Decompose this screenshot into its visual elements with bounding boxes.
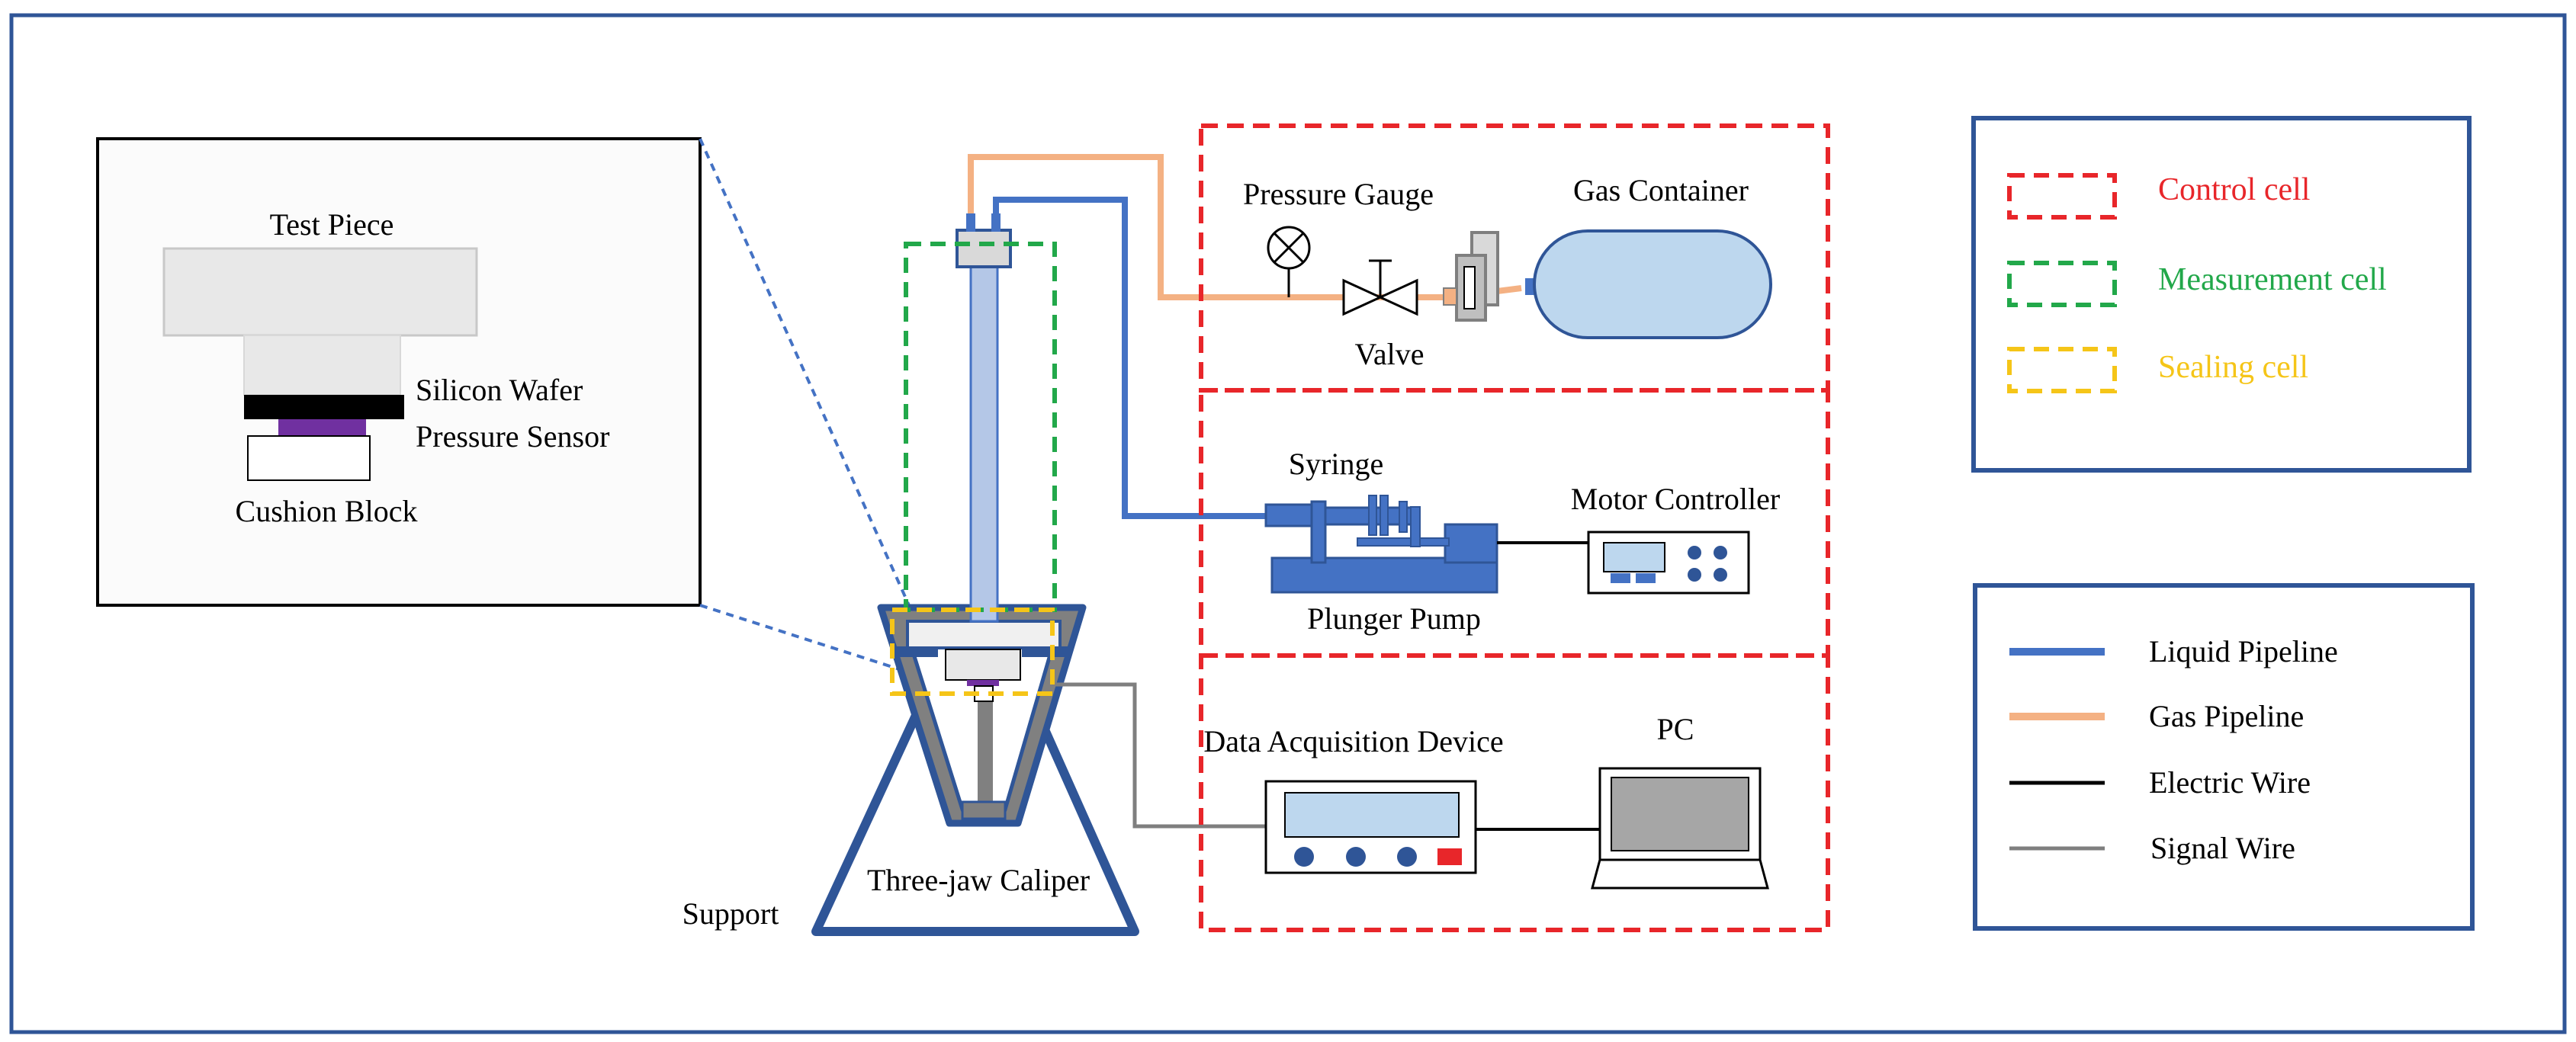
holder-sensor [967, 680, 999, 686]
caliper-rod [978, 690, 993, 806]
holder-plate [906, 620, 1062, 649]
legend-measurement-swatch [2007, 261, 2117, 307]
holder-block [945, 649, 1021, 681]
pressure-sensor-label: Pressure Sensor [416, 419, 609, 454]
inset-zoom-box: Test Piece Silicon Wafer Pressure Sensor… [96, 137, 702, 607]
pc-label: PC [1657, 712, 1694, 746]
outer-frame [9, 13, 2567, 1034]
tube-head-port-left [966, 213, 975, 232]
motor-controller-icon [1587, 531, 1750, 595]
gas-container-label: Gas Container [1573, 173, 1749, 207]
silicon-wafer [244, 395, 404, 419]
legend-control-label: Control cell [2158, 172, 2310, 207]
valve-label: Valve [1354, 337, 1424, 371]
legend-sealing-label: Sealing cell [2158, 350, 2308, 385]
legend-signal-label: Signal Wire [2150, 831, 2295, 865]
data-acquisition-device-icon [1264, 780, 1477, 874]
legend-gas-label: Gas Pipeline [2149, 699, 2304, 733]
tube-head-port-right [991, 213, 1001, 232]
legend-measurement-label: Measurement cell [2158, 262, 2387, 297]
silicon-wafer-label: Silicon Wafer [416, 373, 583, 407]
caliper-foot [961, 800, 1007, 820]
test-piece-stem [243, 335, 401, 396]
legend-electric-label: Electric Wire [2149, 765, 2311, 800]
liquid-pipeline [993, 197, 1272, 519]
cushion-block [247, 435, 371, 481]
syringe-label: Syringe [1289, 447, 1383, 481]
test-piece-block [162, 247, 478, 337]
pc-icon [1591, 767, 1769, 890]
support-label: Support [683, 896, 779, 931]
legend-lines: Liquid Pipeline Gas Pipeline Electric Wi… [1973, 583, 2475, 931]
motor-controller-label: Motor Controller [1571, 482, 1780, 516]
regulator-icon [1443, 231, 1499, 322]
pressure-sensor [278, 419, 366, 436]
test-piece-label: Test Piece [270, 207, 394, 242]
zoom-line-top [699, 138, 917, 620]
legend-sealing-swatch [2007, 347, 2117, 393]
cushion-block-label: Cushion Block [236, 494, 418, 528]
legend-control-swatch [2007, 173, 2117, 220]
legend-liquid-label: Liquid Pipeline [2149, 634, 2338, 668]
three-jaw-caliper [877, 604, 1087, 827]
sealing-cell-box [890, 608, 1055, 696]
legend-cells: Control cell Measurement cell Sealing ce… [1971, 116, 2472, 473]
holder-clamp-right [1022, 646, 1069, 657]
plunger-pump-label: Plunger Pump [1307, 601, 1481, 636]
control-cell-data [1199, 653, 1830, 932]
pressure-gauge-icon [1267, 226, 1311, 297]
three-jaw-caliper-label: Three-jaw Caliper [867, 863, 1090, 897]
pressure-gauge-label: Pressure Gauge [1243, 177, 1434, 211]
signal-wire [1052, 682, 1266, 829]
valve-icon [1342, 259, 1418, 316]
syringe-icon [1264, 495, 1421, 547]
data-acquisition-label: Data Acquisition Device [1203, 724, 1503, 758]
measurement-tube [969, 261, 999, 623]
tube-head [956, 229, 1012, 268]
holder-clamp-left [891, 646, 938, 657]
gas-container-icon [1525, 229, 1772, 339]
plunger-pump-icon [1270, 500, 1498, 594]
